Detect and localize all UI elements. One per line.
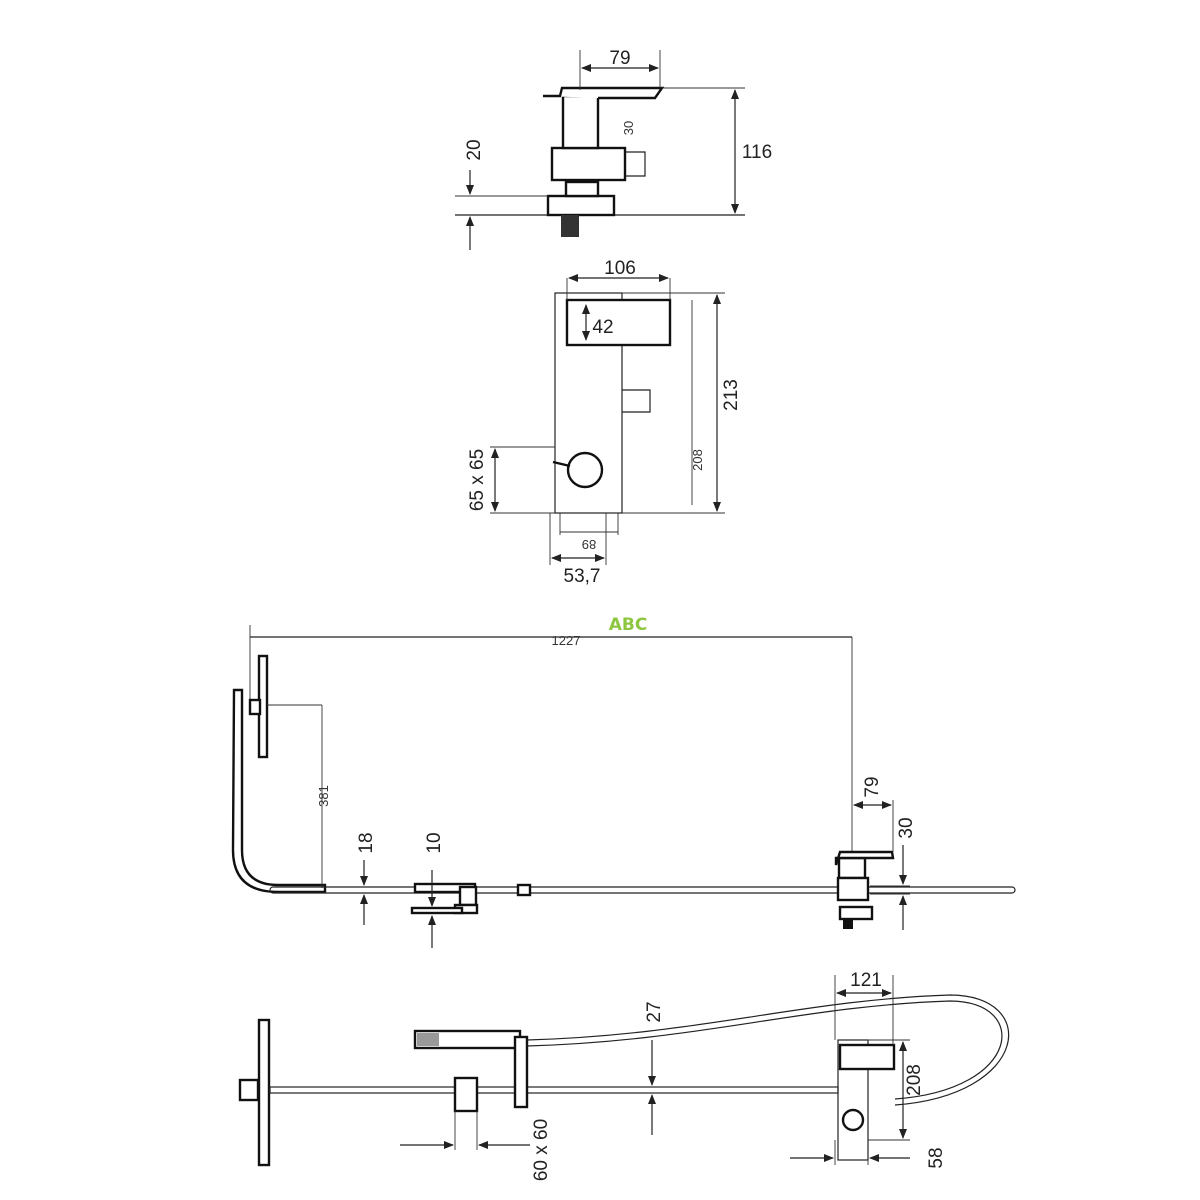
- holder-bracket: [410, 906, 464, 915]
- dimension-label: 27: [644, 1001, 665, 1022]
- faucet-body: [554, 292, 623, 514]
- stem: [561, 94, 600, 150]
- shower-head-joint: [248, 698, 262, 716]
- dimension-label: 60 x 60: [531, 1119, 552, 1181]
- shower-holder: [513, 1035, 529, 1109]
- shower-head-plate: [257, 1018, 271, 1167]
- shower-rod: [269, 1086, 839, 1094]
- faucet-lever: [838, 1043, 896, 1071]
- assembly-top-view: 121 27 208 58 60 x 60: [238, 970, 1010, 1181]
- dimension-label: 116: [742, 142, 772, 163]
- slide-holder: [458, 885, 478, 907]
- spout: [625, 151, 646, 177]
- assembly-side-view: 1227 381 18 10 79 30: [231, 625, 1016, 948]
- base-plate: [546, 194, 616, 217]
- shower-rod: [269, 886, 1016, 894]
- dimension-label: 30: [621, 121, 636, 135]
- dimension-label: 89: [582, 537, 596, 552]
- faucet-base: [838, 905, 874, 921]
- dimension-label: 42: [592, 317, 613, 338]
- dimension-label: 381: [316, 785, 331, 807]
- faucet-side-view: 79 116 20 30: [455, 48, 772, 250]
- dimension-label: 1227: [552, 633, 581, 648]
- dimension-label: 79: [609, 48, 630, 69]
- dimension-label: 121: [850, 970, 882, 991]
- wall-connector: [238, 1078, 260, 1102]
- dimension-label: 20: [464, 139, 485, 160]
- shower-arm: [231, 688, 327, 894]
- spout: [622, 389, 651, 413]
- rod-connector: [516, 883, 532, 897]
- faucet-stem: [837, 856, 867, 880]
- lever: [543, 86, 665, 100]
- dimension-label: 30: [896, 817, 917, 838]
- dimension-label: 213: [721, 379, 742, 411]
- slide-holder: [453, 1076, 479, 1113]
- faucet-body: [836, 876, 870, 902]
- dimension-label: 79: [862, 776, 883, 797]
- faucet-front-view: 106 42 213 208 65 x 65 89 53,7: [467, 258, 742, 587]
- diverter-knob: [841, 1108, 865, 1132]
- dimension-label: 106: [604, 258, 636, 279]
- dimension-label: 65 x 65: [467, 449, 488, 511]
- dimension-label: 208: [690, 449, 705, 471]
- dimension-label: 58: [926, 1147, 947, 1168]
- watermark-logo: ABC: [609, 615, 648, 635]
- dimension-label: 10: [424, 832, 445, 853]
- dimension-label: 18: [356, 832, 377, 853]
- faucet-body: [837, 1039, 869, 1161]
- body-block: [550, 146, 627, 182]
- threaded-stem: [561, 215, 579, 237]
- dimension-label: 208: [904, 1064, 925, 1096]
- faucet-lever: [834, 850, 895, 866]
- diverter-knob: [566, 451, 604, 489]
- shower-hose: [526, 994, 1010, 1106]
- nut: [564, 180, 600, 198]
- dimension-label: 53,7: [564, 566, 601, 587]
- lever-top: [565, 298, 672, 347]
